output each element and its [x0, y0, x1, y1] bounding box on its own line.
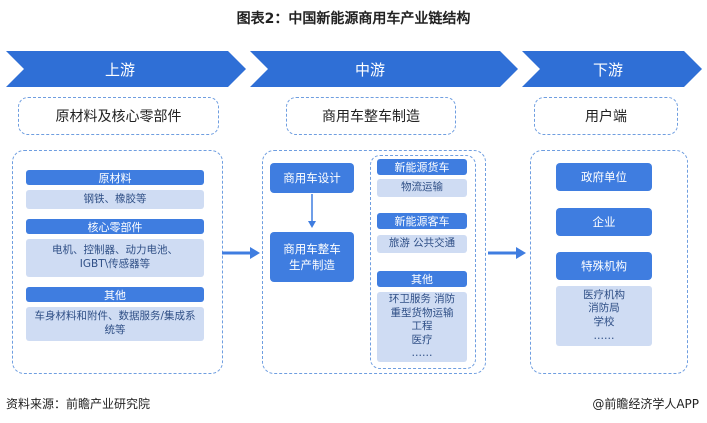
- stage-arrow-upstream: [6, 51, 246, 87]
- user-box: 政府单位: [556, 163, 652, 191]
- upstream-header: 原材料及核心零部件: [18, 97, 219, 135]
- design-box: 商用车设计: [270, 163, 354, 193]
- source-note: 资料来源：前瞻产业研究院: [6, 397, 151, 411]
- vehicle-group-item: 旅游 公共交通: [377, 235, 467, 253]
- vehicle-group-label: 新能源客车: [377, 213, 467, 229]
- vehicle-group-label: 新能源货车: [377, 159, 467, 175]
- user-sub-item: ……: [593, 329, 615, 342]
- vehicle-group-item: 物流运输: [377, 179, 467, 197]
- chart-title: 图表2：中国新能源商用车产业链结构: [236, 11, 471, 27]
- vehicle-group-label: 其他: [377, 271, 467, 287]
- stage-label-downstream: 下游: [592, 61, 623, 79]
- vehicle-group-item: 重型货物运输: [390, 306, 454, 319]
- vehicle-group-item: ……: [411, 347, 433, 360]
- user-sub-item: 学校: [593, 316, 615, 328]
- production-box: 商用车整车生产制造: [270, 232, 354, 282]
- upstream-group-item: 车身材料和附件、数据服务/集成系统等: [26, 307, 204, 341]
- stage-banner: [0, 49, 707, 89]
- flow-arrow-right-icon: [222, 247, 260, 259]
- vehicle-group-item: 工程: [411, 320, 433, 333]
- stage-arrow-downstream: [522, 51, 702, 87]
- upstream-group-label: 其他: [26, 287, 204, 302]
- upstream-group-label: 核心零部件: [26, 219, 204, 234]
- vehicle-group-items: 环卫服务 消防 重型货物运输 工程 医疗 ……: [377, 292, 467, 362]
- flow-arrow-down-icon: [308, 194, 316, 228]
- midstream-header: 商用车整车制造: [286, 97, 456, 135]
- upstream-group-label: 原材料: [26, 170, 204, 185]
- stage-arrow-midstream: [250, 51, 518, 87]
- user-sub-item: 医疗机构: [583, 288, 625, 301]
- user-box: 企业: [556, 208, 652, 236]
- special-institution-list: 医疗机构 消防局 学校 ……: [556, 286, 652, 346]
- brand-note: @前瞻经济学人APP: [592, 397, 699, 411]
- vehicle-group-item: 医疗: [411, 333, 433, 346]
- flow-arrow-right-icon: [488, 247, 526, 259]
- vehicle-group-item: 环卫服务 消防: [388, 292, 456, 305]
- user-sub-item: 消防局: [588, 302, 620, 315]
- user-box: 特殊机构: [556, 252, 652, 280]
- downstream-header: 用户端: [534, 97, 678, 135]
- upstream-group-item: 电机、控制器、动力电池、 IGBT\传感器等: [26, 239, 204, 277]
- stage-label-upstream: 上游: [104, 61, 135, 79]
- upstream-group-item: 钢铁、橡胶等: [26, 190, 204, 209]
- stage-label-midstream: 中游: [354, 61, 385, 79]
